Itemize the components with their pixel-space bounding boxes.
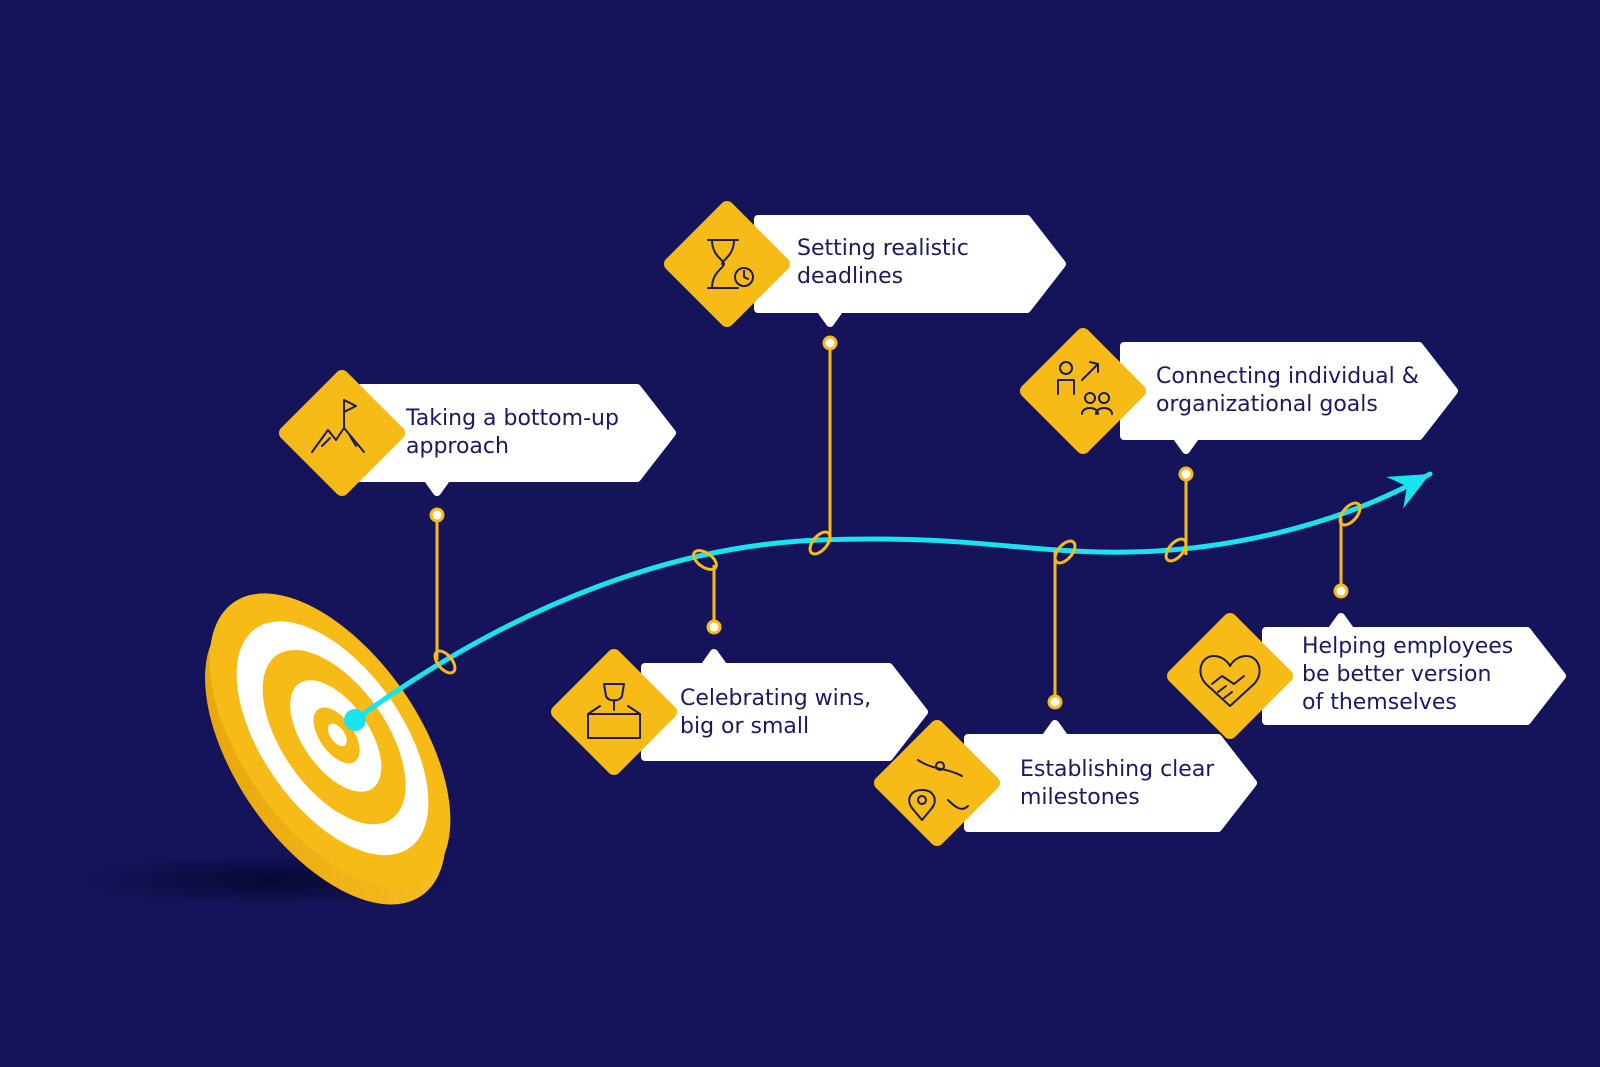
step-label-helping-employees: Helping employees be better version of t…	[1302, 633, 1513, 717]
icon-diamond	[1167, 613, 1293, 739]
arrow-fletching	[1386, 474, 1430, 509]
step-card-connecting-goals	[1020, 328, 1458, 454]
step-label-deadlines: Setting realistic deadlines	[797, 235, 969, 291]
icon-diamond	[664, 201, 790, 327]
step-card-bottom-up	[279, 370, 676, 496]
hourglass-icon	[707, 239, 754, 289]
step-label-line: milestones	[1020, 785, 1140, 810]
step-label-line: of themselves	[1302, 690, 1457, 715]
step-label-line: Helping employees	[1302, 634, 1514, 659]
step-label-line: Establishing clear	[1020, 757, 1215, 782]
icon-diamond	[551, 649, 677, 775]
step-label-connecting-goals: Connecting individual & organizational g…	[1156, 363, 1419, 419]
step-label-celebrating-wins: Celebrating wins, big or small	[680, 685, 871, 741]
target-board	[80, 593, 460, 906]
step-label-line: Taking a bottom-up	[406, 406, 619, 431]
label-card	[1120, 342, 1458, 454]
step-label-line: organizational goals	[1156, 392, 1378, 417]
step-label-milestones: Establishing clear milestones	[1020, 756, 1214, 812]
step-card-milestones	[874, 720, 1257, 846]
map-pin-route-icon	[908, 759, 969, 821]
step-label-line: Connecting individual &	[1156, 364, 1419, 389]
step-label-line: be better version	[1302, 662, 1492, 687]
arrow-path	[344, 471, 1433, 731]
step-card-helping-employees	[1167, 613, 1566, 739]
label-card	[754, 215, 1066, 327]
label-card	[356, 384, 676, 496]
connectors	[433, 343, 1362, 702]
step-label-line: big or small	[680, 714, 810, 739]
mountain-flag-icon	[311, 399, 365, 453]
step-label-line: deadlines	[797, 264, 904, 289]
step-label-line: Setting realistic	[797, 236, 969, 261]
icon-diamond	[874, 720, 1000, 846]
step-label-line: Celebrating wins,	[680, 686, 872, 711]
step-label-bottom-up: Taking a bottom-up approach	[406, 405, 619, 461]
team-growth-icon	[1057, 361, 1113, 415]
icon-diamond	[279, 370, 405, 496]
connector-dots	[429, 335, 1349, 710]
icon-diamond	[1020, 328, 1146, 454]
handshake-heart-icon	[1199, 655, 1261, 707]
step-card-celebrating-wins	[551, 649, 928, 775]
trophy-box-icon	[587, 683, 641, 739]
step-card-deadlines	[664, 201, 1066, 327]
step-label-line: approach	[406, 434, 509, 459]
